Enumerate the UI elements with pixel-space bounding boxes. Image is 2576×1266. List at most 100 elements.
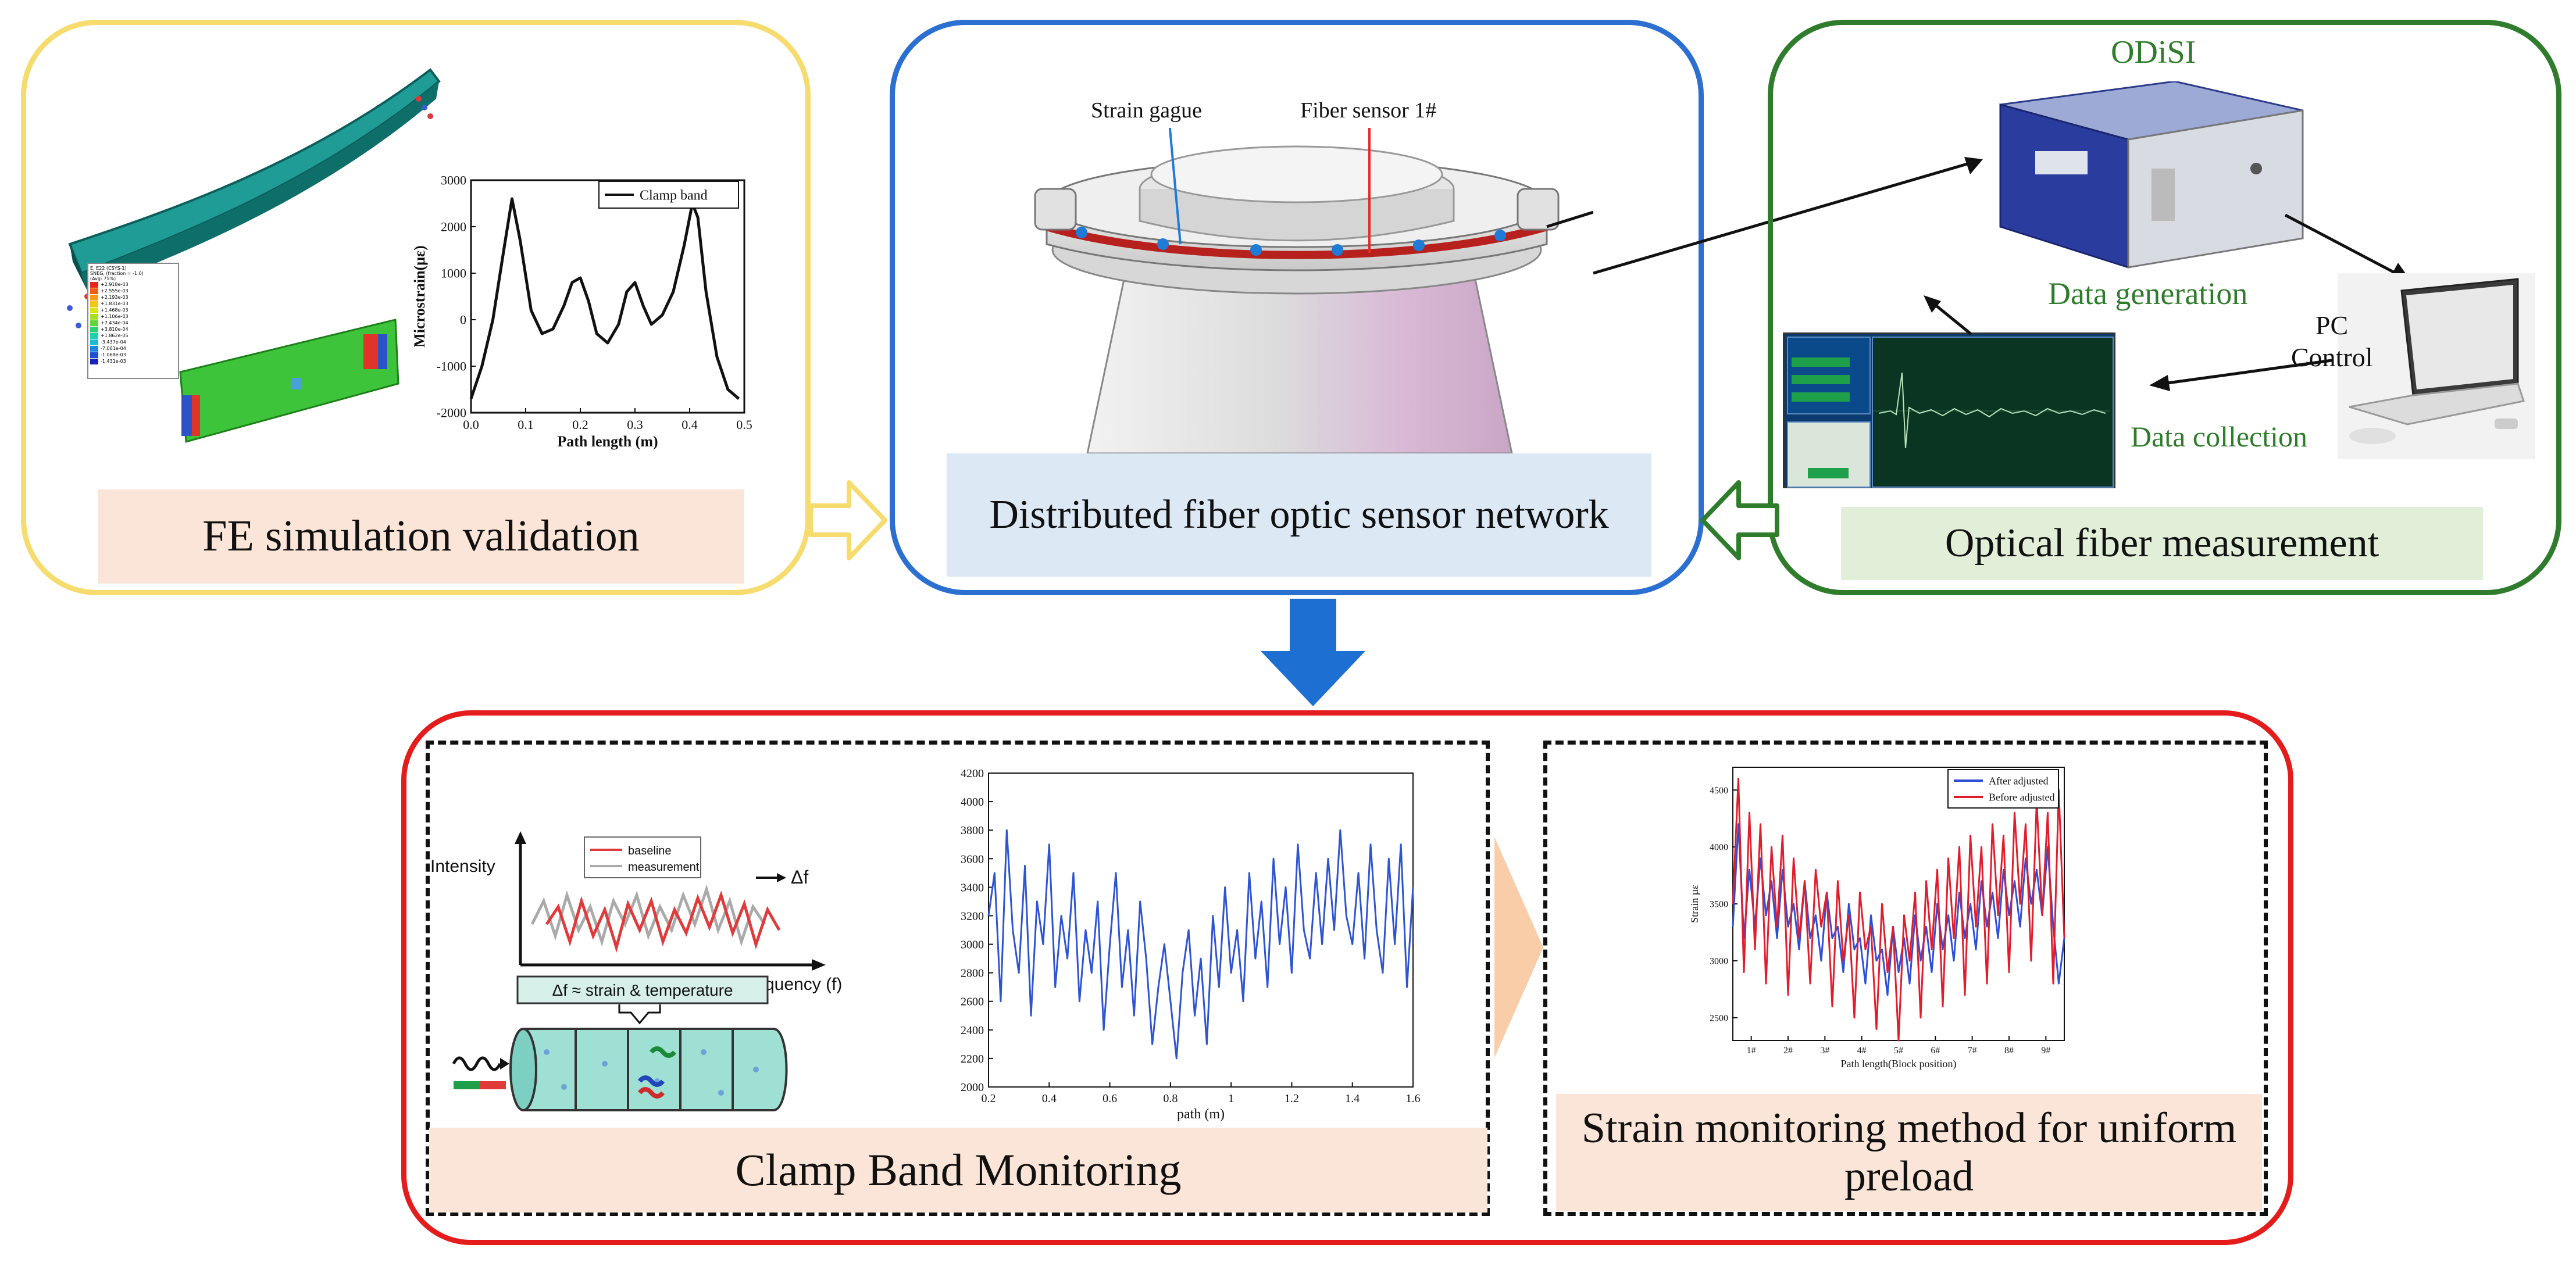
legend-row: +1.468e-03 (90, 307, 176, 313)
clamp-band-monitoring-caption: Clamp Band Monitoring (429, 1128, 1487, 1213)
pc-control-label: PC Control (2291, 310, 2373, 373)
y-tick-label: 3000 (961, 939, 984, 952)
optical-caption: Optical fiber measurement (1841, 507, 2483, 580)
pc-to-software-arrow (2149, 359, 2332, 391)
legend-value: +3.810e-04 (101, 327, 129, 332)
software-screenshot (1783, 332, 2115, 488)
fe-model-graphic (67, 68, 441, 443)
right-dashed-box (1543, 741, 2268, 1216)
data-collection-label: Data collection (2131, 420, 2308, 453)
x-axis-label: Path length (m) (557, 433, 658, 450)
legend-row: +1.106e-03 (90, 313, 176, 320)
x-tick-label: 4# (1857, 1046, 1867, 1056)
legend-label: Clamp band (640, 188, 708, 203)
legend-swatch (90, 301, 98, 307)
y-tick-label: 2800 (961, 967, 984, 980)
legend-value: -7.061e-04 (101, 346, 126, 351)
legend-row: -1.431e-03 (90, 358, 176, 364)
network-caption-text: Distributed fiber optic sensor network (989, 492, 1609, 537)
legend-value: +2.555e-03 (101, 288, 129, 294)
legend-swatch (90, 281, 98, 288)
legend-swatch (90, 320, 98, 326)
legend-measurement: measurement (628, 861, 700, 874)
intensity-label: Intensity (430, 857, 495, 876)
odisi-device (1999, 81, 2304, 269)
optical-to-network-arrow (1700, 480, 1779, 560)
y-tick-label: 0 (460, 313, 466, 327)
legend-value: +1.862e-05 (101, 333, 129, 338)
legend-label: Before adjusted (1989, 791, 2054, 803)
legend-value: +1.468e-03 (101, 307, 129, 313)
delta-f-box-text: Δf ≈ strain & temperature (552, 981, 733, 999)
legend-value: +2.193e-03 (101, 295, 129, 300)
clamp-band-monitoring-caption-text: Clamp Band Monitoring (735, 1145, 1182, 1196)
x-tick-label: 1 (1228, 1092, 1234, 1105)
legend-swatch (90, 339, 98, 345)
legend-label: After adjusted (1989, 775, 2048, 786)
x-tick-label: 1.6 (1406, 1092, 1421, 1105)
legend-value: -3.437e-04 (101, 339, 126, 345)
series-line (1732, 823, 2065, 996)
x-tick-label: 5# (1894, 1046, 1903, 1056)
x-axis-label: path (m) (1177, 1107, 1225, 1122)
legend-swatch (90, 288, 98, 294)
x-tick-label: 7# (1968, 1046, 1977, 1056)
fe-contour-legend: E, E22 (CSYS-1) SNEG, (fraction = -1.0) … (87, 263, 179, 379)
legend-swatch (90, 332, 98, 339)
legend-value: -1.431e-03 (101, 359, 126, 364)
x-tick-label: 0.0 (463, 417, 479, 432)
fe-caption: FE simulation validation (98, 489, 744, 584)
sensor-network-panel (890, 20, 1704, 595)
x-tick-label: 0.2 (982, 1092, 996, 1105)
legend-value: +7.434e-04 (101, 320, 129, 326)
legend-value: -1.068e-03 (101, 352, 126, 357)
y-tick-label: 3000 (441, 173, 466, 188)
plot-frame (470, 179, 745, 414)
y-tick-label: 2600 (961, 996, 984, 1008)
left-dashed-box (426, 741, 1490, 1216)
software-up-arrow (1924, 295, 1972, 335)
x-axis-label: Path length(Block position) (1841, 1058, 1957, 1070)
series-line (987, 829, 1414, 1060)
delta-f-label: Δf (791, 867, 808, 888)
y-tick-label: 2200 (961, 1053, 984, 1065)
legend-row: +2.555e-03 (90, 288, 176, 294)
x-tick-label: 6# (1931, 1046, 1940, 1056)
y-tick-label: 4500 (1710, 786, 1728, 796)
legend-row: +2.193e-03 (90, 294, 176, 301)
x-tick-label: 1.2 (1285, 1092, 1299, 1105)
x-tick-label: 0.8 (1163, 1092, 1178, 1105)
x-tick-label: 2# (1783, 1046, 1793, 1056)
network-to-odisi-arrow (1593, 157, 1983, 275)
legend-title-3: (Avg: 75%) (90, 276, 116, 281)
legend-title-1: E, E22 (CSYS-1) (90, 266, 127, 271)
legend-swatch (90, 352, 98, 358)
legend-value: +2.918e-03 (101, 282, 129, 287)
legend-baseline: baseline (628, 845, 672, 857)
odisi-label: ODiSI (2111, 34, 2196, 70)
optical-caption-text: Optical fiber measurement (1945, 520, 2379, 566)
y-tick-label: 2000 (961, 1081, 984, 1094)
x-tick-label: 0.3 (627, 417, 643, 432)
legend-swatch (90, 313, 98, 320)
fe-simulation-panel (21, 20, 811, 595)
network-to-monitoring-arrow (1261, 599, 1365, 706)
x-tick-label: 0.4 (682, 417, 698, 432)
x-tick-label: 1.4 (1345, 1092, 1360, 1105)
legend-row: -3.437e-04 (90, 339, 176, 345)
network-caption: Distributed fiber optic sensor network (947, 453, 1651, 577)
legend-value: +1.831e-03 (101, 301, 129, 306)
fe-caption-text: FE simulation validation (202, 512, 640, 561)
legend-swatch (90, 345, 98, 352)
y-tick-label: 3400 (961, 881, 984, 894)
legend-row: +1.831e-03 (90, 301, 176, 307)
data-generation-label: Data generation (2048, 276, 2248, 311)
to-uniform-preload-arrow (1494, 837, 1543, 1058)
legend-row: -1.068e-03 (90, 352, 176, 358)
y-tick-label: 2400 (961, 1024, 984, 1037)
y-tick-label: 3500 (1710, 900, 1728, 910)
x-tick-label: 0.5 (736, 417, 752, 432)
y-tick-label: -1000 (437, 359, 466, 374)
x-tick-label: 3# (1820, 1046, 1829, 1056)
legend-row: -7.061e-04 (90, 345, 176, 352)
